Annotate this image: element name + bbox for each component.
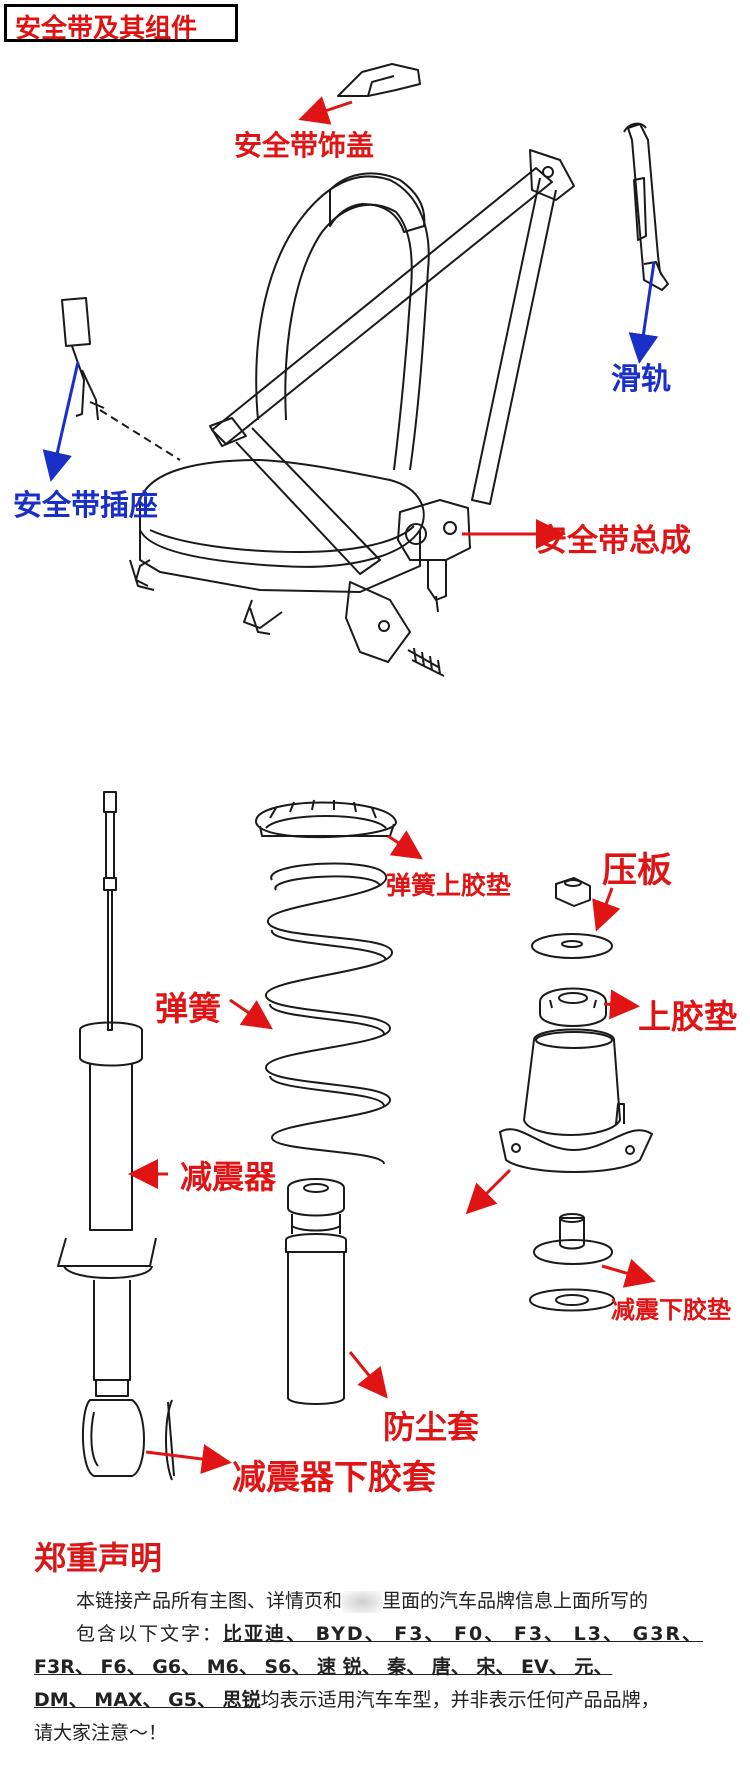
declaration-title: 郑重声明 xyxy=(34,1539,163,1577)
retractor xyxy=(397,499,471,561)
dust-cover-part xyxy=(285,1178,347,1405)
label-dust-cover: 防尘套 xyxy=(383,1408,480,1446)
pressure-plate-part xyxy=(531,877,613,959)
shock-absorber-part xyxy=(57,791,175,1481)
spring-part xyxy=(264,862,394,1165)
label-shock-lower-bushing: 减震器下胶套 xyxy=(232,1458,436,1498)
top-mount-part xyxy=(499,1028,653,1173)
seat-back xyxy=(255,175,430,471)
label-shock-lower-pad: 减震下胶垫 xyxy=(611,1296,731,1324)
label-rail: 滑轨 xyxy=(611,362,671,397)
label-spring: 弹簧 xyxy=(155,989,221,1028)
section-title: 安全带及其组件 xyxy=(15,14,198,44)
declaration-text: 本链接产品所有主图、详情页和里面的汽车品牌信息上面所写的 包含以下文字：比亚迪、… xyxy=(34,1585,724,1750)
label-upper-pad: 上胶垫 xyxy=(638,997,737,1036)
blurred-region xyxy=(342,1590,383,1613)
declaration-line-5: 请大家注意～！ xyxy=(34,1722,168,1744)
declaration-line-1: 本链接产品所有主图、详情页和里面的汽车品牌信息上面所写的 xyxy=(76,1590,649,1613)
declaration-line-4: DM、 MAX、 G5、 思锐均表示适用汽车车型，并非表示任何产品品牌， xyxy=(34,1689,660,1711)
trim-cover-part xyxy=(337,63,421,97)
seat-cushion xyxy=(139,459,425,568)
label-shock-absorber: 减震器 xyxy=(180,1158,277,1196)
declaration-line-2: 包含以下文字：比亚迪、 BYD、 F3、 F0、 F3、 L3、 G3R、 xyxy=(76,1623,704,1645)
label-trim-cover: 安全带饰盖 xyxy=(234,129,375,162)
shock-lower-pad-part xyxy=(529,1213,615,1312)
label-spring-upper-pad: 弹簧上胶垫 xyxy=(386,871,512,900)
rail-part xyxy=(627,123,669,291)
section-title-box: 安全带及其组件 xyxy=(4,4,238,44)
seatbelt-diagram xyxy=(42,63,669,677)
label-assembly: 安全带总成 xyxy=(536,523,691,559)
label-pressure-plate: 压板 xyxy=(602,851,673,891)
spring-upper-pad-part xyxy=(254,799,397,839)
declaration-line-3: F3R、 F6、 G6、 M6、 S6、 速 锐、 秦、 唐、 宋、 EV、 元… xyxy=(34,1656,613,1678)
shoulder-belt xyxy=(211,167,553,445)
upper-pad-part xyxy=(539,987,607,1027)
buckle-part xyxy=(61,297,91,347)
suspension-diagram xyxy=(57,791,656,1481)
label-buckle: 安全带插座 xyxy=(13,488,159,522)
